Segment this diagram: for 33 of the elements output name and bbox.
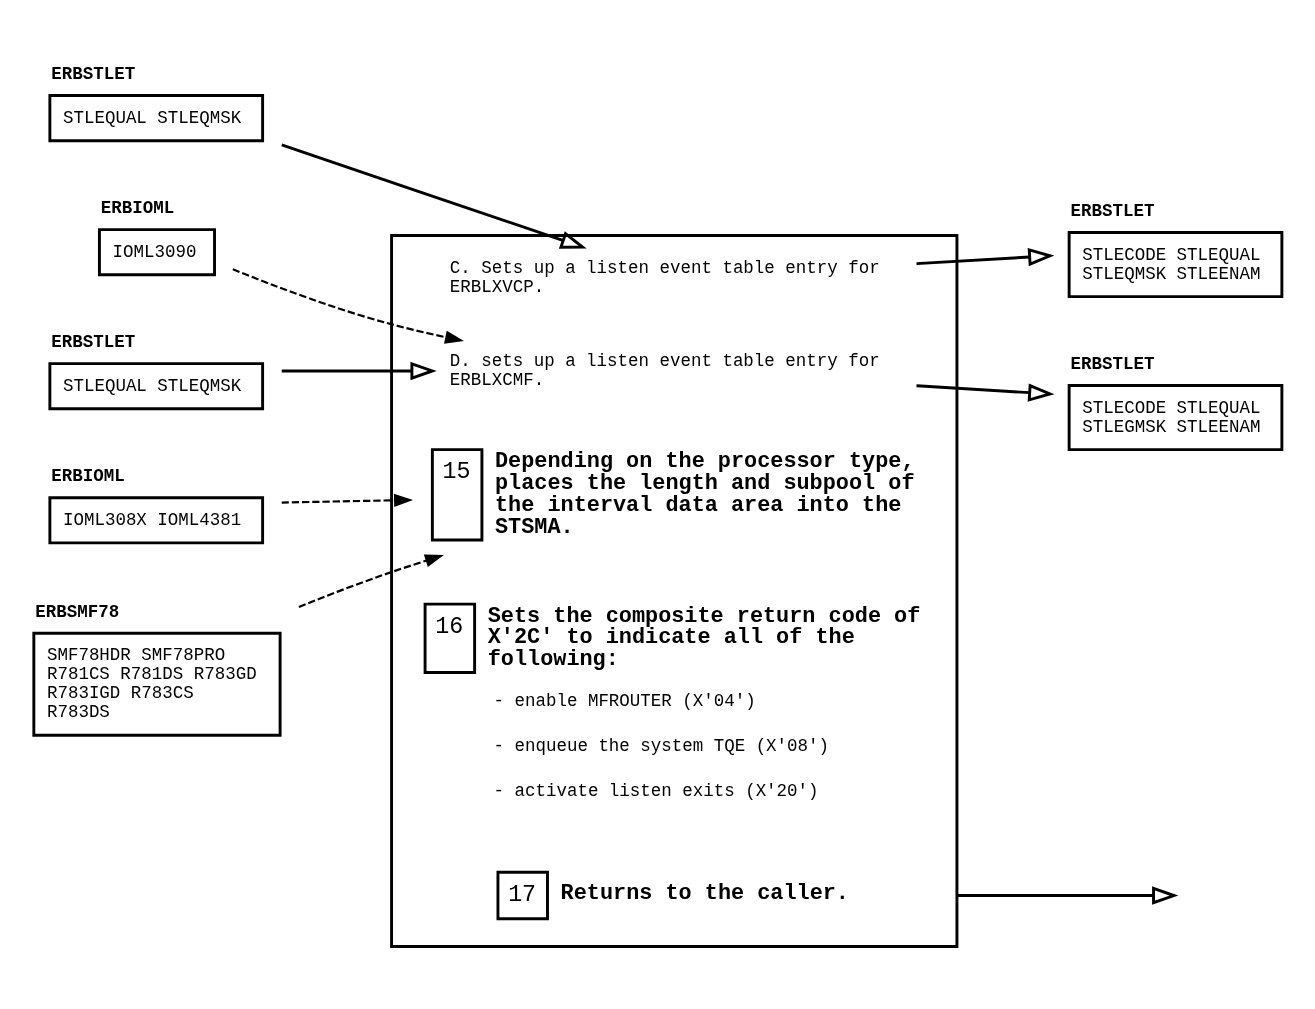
node-label: ERBIOML — [100, 197, 175, 218]
node-box: 15 — [430, 447, 484, 541]
arrow — [281, 143, 587, 249]
node-text: D. sets up a listen event table entry for ERBLXCMF. — [449, 350, 880, 390]
node-box: STLEQUAL STLEQMSK — [48, 93, 265, 142]
node-label: ERBSTLET — [1070, 353, 1155, 374]
arrow — [298, 553, 444, 608]
node-box: 17 — [496, 870, 549, 920]
node-label: ERBSTLET — [51, 331, 136, 352]
arrow — [281, 493, 414, 507]
node-label: - activate listen exits (X'20') — [493, 780, 819, 801]
arrow — [956, 885, 1179, 905]
node-label: Depending on the processor type, places the length and subpool of the interval data area into the STSMA. — [495, 448, 915, 540]
node-box: 16 — [423, 602, 477, 674]
node-label: Returns to the caller. — [560, 880, 849, 906]
arrow — [916, 247, 1055, 266]
node-text: C. Sets up a listen event table entry for ERBLXVCP. — [449, 257, 880, 297]
node-box: IOML3090 — [97, 227, 216, 276]
arrow — [916, 382, 1055, 402]
node-label: - enqueue the system TQE (X'08') — [493, 735, 830, 756]
node-label: ERBSTLET — [51, 63, 136, 84]
node-box: SMF78HDR SMF78PRO R781CS R781DS R783GD R783IGD R783CS R783DS — [32, 631, 282, 737]
node-box: IOML308X IOML4381 — [48, 495, 265, 544]
node-label: ERBIOML — [51, 465, 125, 486]
node-box: STLECODE STLEQUAL STLEQMSK STLEENAM — [1067, 230, 1284, 298]
node-label: ERBSTLET — [1070, 200, 1155, 221]
node-label: Sets the composite return code of X'2C' to indicate all of the following: — [487, 603, 921, 672]
arrow — [281, 361, 437, 380]
arrow — [232, 267, 464, 344]
node-box: STLEQUAL STLEQMSK — [48, 361, 265, 410]
node-box: STLECODE STLEQUAL STLEGMSK STLEENAM — [1067, 383, 1284, 451]
node-label: - enable MFROUTER (X'04') — [493, 690, 756, 710]
node-label: ERBSMF78 — [35, 601, 120, 622]
